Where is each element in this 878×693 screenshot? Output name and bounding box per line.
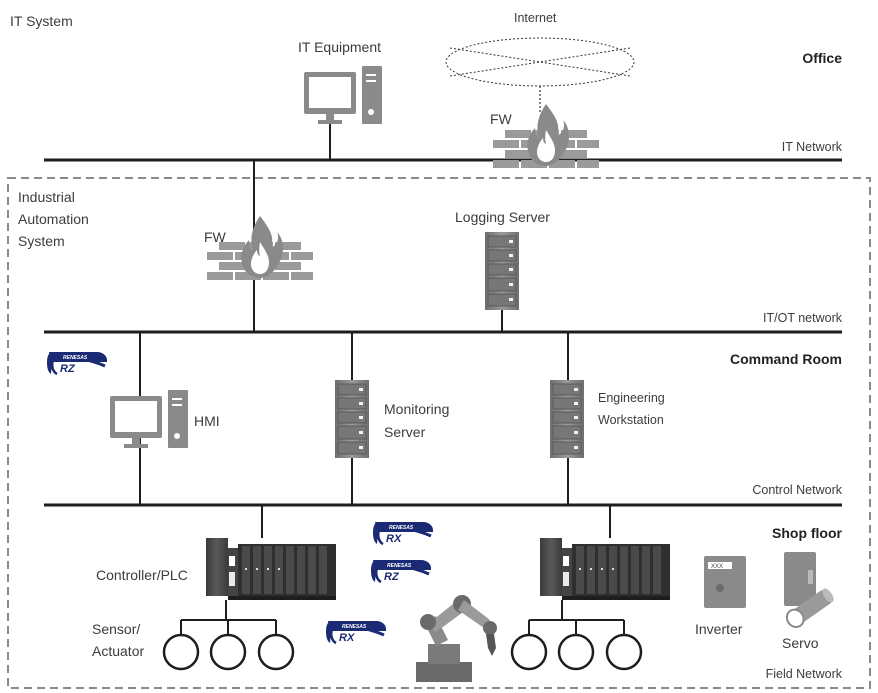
it-equipment-label: IT Equipment	[298, 39, 381, 55]
monitoring-label-line2: Server	[384, 424, 426, 440]
renesas-rx-badge-icon: RENESAS RX	[324, 619, 388, 645]
inverter-label: Inverter	[695, 621, 743, 637]
sensor-circle	[257, 633, 295, 671]
office-label: Office	[802, 50, 842, 66]
monitoring-label-line1: Monitoring	[384, 401, 449, 417]
plc-right-icon	[540, 538, 670, 600]
sensor-actuator-right-group	[510, 600, 643, 671]
engineering-label-line2: Workstation	[598, 413, 664, 427]
monitoring-server-icon	[334, 379, 370, 459]
industrial-automation-boundary	[7, 177, 871, 689]
engineering-label-line1: Engineering	[598, 391, 665, 405]
internet-label: Internet	[514, 11, 557, 25]
svg-text:RENESAS: RENESAS	[389, 525, 414, 531]
control-network-label: Control Network	[752, 483, 842, 497]
engineering-workstation-icon	[549, 379, 585, 459]
svg-text:RZ: RZ	[384, 571, 400, 583]
plc-left-icon	[206, 538, 336, 600]
shop-floor-label: Shop floor	[772, 525, 843, 541]
logging-server-icon	[484, 231, 520, 311]
renesas-rz-badge-icon: RENESAS RZ	[369, 558, 433, 584]
sensor-circle	[209, 633, 247, 671]
it-ot-network-label: IT/OT network	[763, 311, 843, 325]
sensor-actuator-left-group	[162, 600, 295, 671]
robot-arm-icon	[416, 595, 497, 682]
field-network-label: Field Network	[766, 667, 843, 681]
sensor-label-line2: Actuator	[92, 643, 144, 659]
servo-label: Servo	[782, 635, 819, 651]
servo-motor-icon	[784, 552, 834, 629]
it-system-label: IT System	[10, 13, 73, 29]
it-equipment-pc-icon	[304, 66, 382, 124]
hmi-pc-icon	[110, 390, 188, 448]
fw-top-label: FW	[490, 111, 513, 127]
inverter-display-text: XXX	[711, 564, 723, 570]
svg-text:RX: RX	[339, 632, 355, 644]
svg-text:RENESAS: RENESAS	[342, 624, 367, 630]
logging-server-label: Logging Server	[455, 209, 550, 225]
sensor-circle	[557, 633, 595, 671]
fw-mid-label: FW	[204, 229, 227, 245]
sensor-label-line1: Sensor/	[92, 621, 140, 637]
ias-label-line2: Automation	[18, 211, 89, 227]
inverter-icon: XXX	[704, 556, 746, 608]
ias-label-line1: Industrial	[18, 189, 75, 205]
renesas-rx-badge-icon: RENESAS RX	[371, 520, 435, 546]
svg-text:RENESAS: RENESAS	[63, 355, 88, 361]
svg-text:RZ: RZ	[60, 363, 76, 375]
svg-text:RENESAS: RENESAS	[387, 563, 412, 569]
it-network-label: IT Network	[782, 140, 843, 154]
hmi-label: HMI	[194, 413, 220, 429]
controller-plc-label: Controller/PLC	[96, 567, 188, 583]
svg-text:RX: RX	[386, 533, 402, 545]
sensor-circle	[162, 633, 200, 671]
internet-cloud-icon	[445, 37, 635, 114]
renesas-rz-badge-icon: RENESAS RZ	[45, 350, 109, 376]
ias-label-line3: System	[18, 233, 65, 249]
sensor-circle	[605, 633, 643, 671]
sensor-circle	[510, 633, 548, 671]
command-room-label: Command Room	[730, 351, 842, 367]
firewall-mid-icon	[207, 216, 313, 280]
